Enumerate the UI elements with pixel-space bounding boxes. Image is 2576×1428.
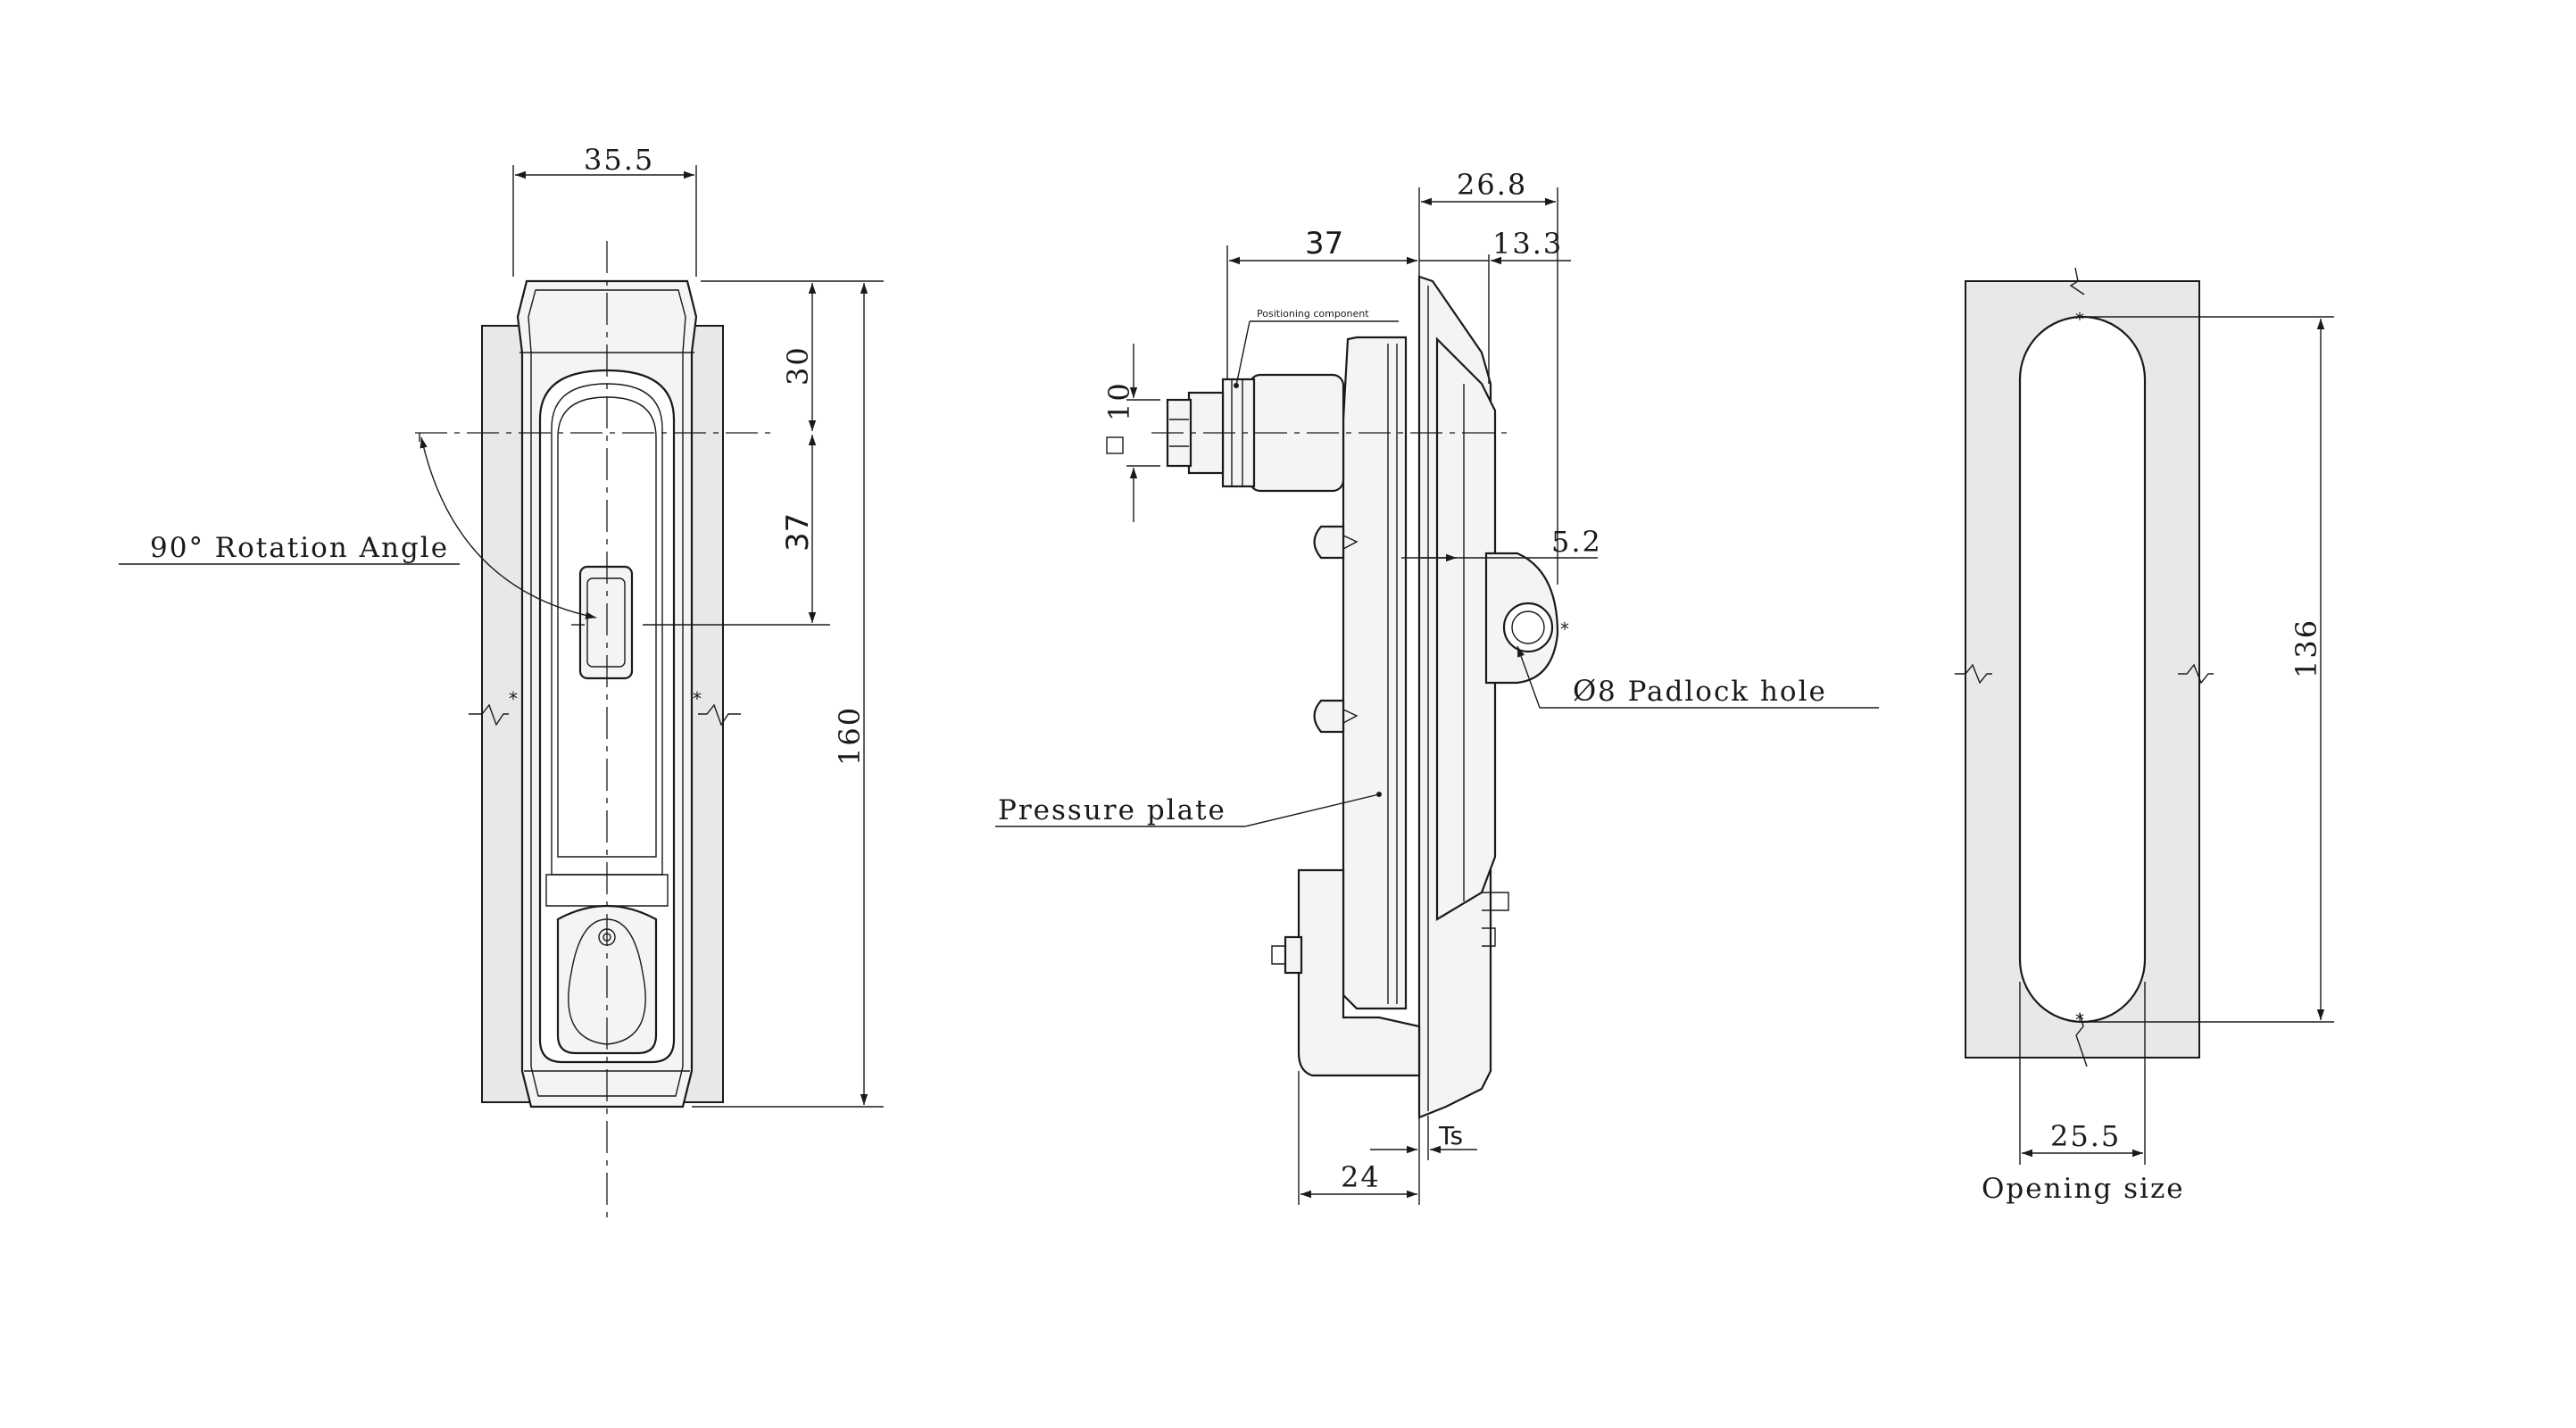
- padlock-symbol: Ø: [1573, 674, 1598, 708]
- cutout-opening: [2018, 315, 2147, 1024]
- side-dim-ts: Ts: [1438, 1121, 1463, 1150]
- side-dim-front: 13.3: [1492, 227, 1563, 261]
- svg-text:*: *: [509, 688, 518, 710]
- side-dim-base: 24: [1341, 1160, 1381, 1194]
- side-dim-rear: 37: [1305, 226, 1343, 262]
- front-dim-height: 160: [833, 706, 867, 766]
- side-dim-offset: 5.2: [1551, 525, 1602, 559]
- side-view: 26.8 37 13.3 Positioning component 10 5.…: [995, 168, 1879, 1205]
- cutout-view: * * 136 25.5 Opening size: [1955, 267, 2334, 1205]
- square-symbol: [1106, 436, 1124, 454]
- side-body: [1342, 336, 1408, 1010]
- svg-text:*: *: [2075, 1009, 2084, 1031]
- rotation-angle-label: 90° Rotation Angle: [150, 532, 449, 564]
- side-dim-depth-total: 26.8: [1457, 168, 1527, 202]
- pressure-plate-label: Pressure plate: [998, 794, 1226, 826]
- padlock-hole-label: 8 Padlock hole: [1598, 676, 1827, 708]
- svg-text:*: *: [1560, 619, 1569, 640]
- front-view: * * 35.5 30 37 160 90° Rotation Angle: [119, 143, 884, 1223]
- front-dim-top: 30: [781, 345, 815, 386]
- svg-text:*: *: [2075, 309, 2084, 330]
- front-dim-handle: 37: [780, 513, 816, 552]
- positioning-component-label: Positioning component: [1257, 308, 1369, 320]
- front-dim-width: 35.5: [584, 143, 654, 177]
- cutout-dim-width: 25.5: [2050, 1119, 2121, 1153]
- lower-bracket: [1297, 868, 1421, 1077]
- opening-size-label: Opening size: [1982, 1173, 2185, 1205]
- side-dim-square: 10: [1102, 381, 1136, 421]
- cutout-dim-height: 136: [2289, 619, 2323, 678]
- svg-text:*: *: [693, 688, 702, 710]
- padlock-hole: [1502, 602, 1554, 653]
